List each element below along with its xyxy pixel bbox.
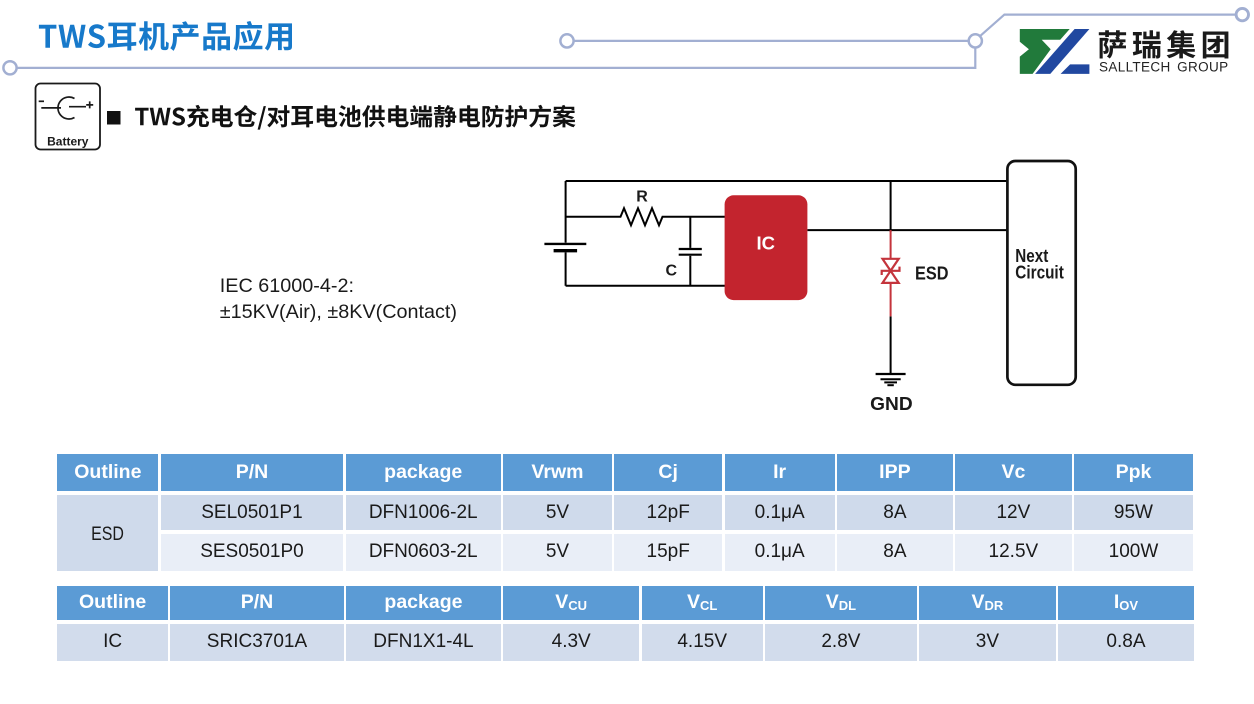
svg-text:Circuit: Circuit <box>1015 263 1064 283</box>
svg-text:GND: GND <box>870 394 913 414</box>
svg-text:SALLTECH GROUP: SALLTECH GROUP <box>1099 60 1228 75</box>
svg-text:IC: IC <box>757 232 776 253</box>
svg-text:Battery: Battery <box>47 135 89 149</box>
svg-text:R: R <box>636 188 648 205</box>
svg-text:ESD: ESD <box>915 264 949 284</box>
svg-text:C: C <box>666 262 678 279</box>
svg-text:Next: Next <box>1015 246 1048 266</box>
